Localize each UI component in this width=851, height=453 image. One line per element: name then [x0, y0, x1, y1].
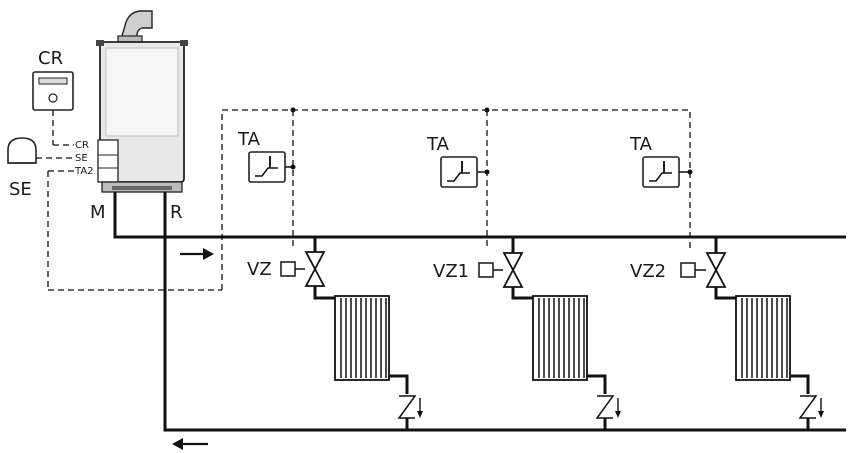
return-arrow-icon: [172, 438, 208, 450]
zone-3: TA VZ2: [629, 134, 824, 430]
radiator-icon: [334, 295, 390, 381]
ta-label: TA: [237, 129, 261, 150]
lockshield-valve-icon: [798, 395, 824, 419]
radiator-icon: [735, 295, 791, 381]
external-sensor-icon: [7, 137, 37, 164]
zone-valve-icon: [304, 251, 326, 287]
main-pipes: [113, 192, 846, 432]
thermostat-icon: [248, 151, 286, 183]
boiler: [96, 10, 188, 193]
flow-arrow-icon: [180, 248, 214, 260]
valve-label: VZ1: [433, 261, 469, 282]
cr-label: CR: [38, 48, 63, 69]
lockshield-valve-icon: [397, 395, 423, 419]
se-label: SE: [9, 179, 32, 200]
boiler-terminal-cr: CR: [75, 140, 89, 151]
valve-label: VZ: [247, 259, 272, 280]
zone-control-wiring: [221, 107, 691, 290]
valve-label: VZ2: [630, 261, 666, 282]
zone-1: TA VZ: [237, 129, 423, 430]
ta-label: TA: [629, 134, 653, 155]
radiator-icon: [532, 295, 588, 381]
controller-wiring: [36, 110, 222, 291]
thermostat-icon: [642, 156, 680, 188]
room-controller-cr: [32, 71, 74, 111]
boiler-terminal-ta2: TA2: [74, 166, 94, 177]
zone-2: TA VZ1: [426, 134, 621, 430]
ta-label: TA: [426, 134, 450, 155]
flow-label-m: M: [90, 202, 106, 223]
zone-valve-icon: [502, 252, 524, 288]
return-label-r: R: [170, 202, 183, 223]
boiler-terminal-se: SE: [75, 153, 88, 164]
thermostat-icon: [440, 156, 478, 188]
flue-icon: [117, 10, 153, 43]
zone-valve-icon: [705, 252, 727, 288]
lockshield-valve-icon: [595, 395, 621, 419]
